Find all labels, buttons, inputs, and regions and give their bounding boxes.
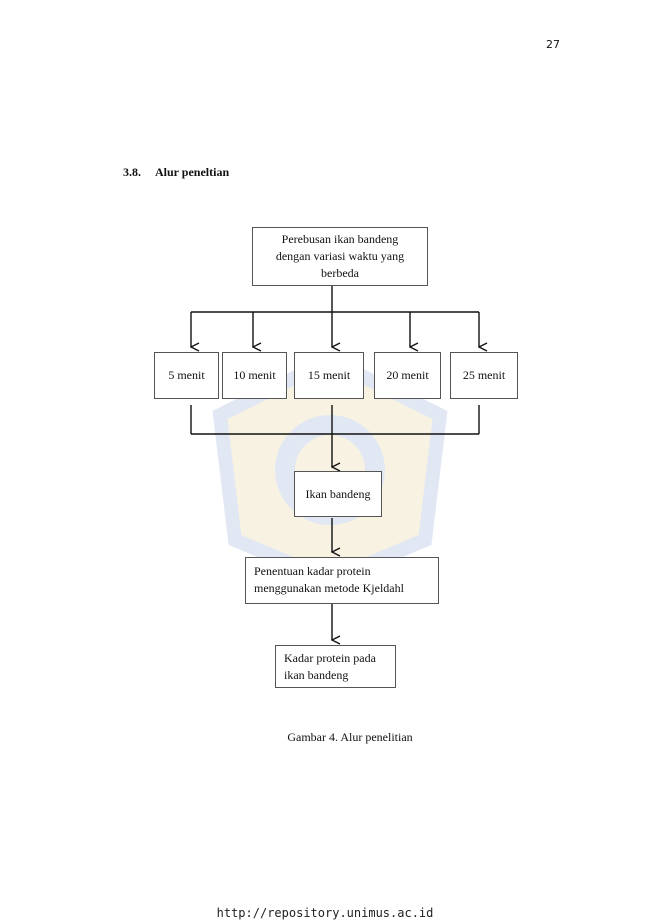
footer-url[interactable]: http://repository.unimus.ac.id: [216, 906, 434, 920]
time-box-label: 15 menit: [307, 368, 351, 382]
time-box-label: 5 menit: [168, 368, 205, 382]
method-box: Penentuan kadar protein menggunakan meto…: [245, 557, 439, 604]
section-heading: 3.8. Alur peneltian: [123, 165, 229, 180]
page-number: 27: [546, 38, 560, 51]
time-box-25: 25 menit: [450, 352, 518, 399]
sample-box: Ikan bandeng: [294, 471, 382, 517]
section-title: Alur peneltian: [155, 165, 230, 179]
figure-caption: Gambar 4. Alur penelitian: [287, 730, 413, 744]
time-box-label: 25 menit: [462, 368, 506, 382]
start-box-text: Perebusan ikan bandeng dengan variasi wa…: [275, 232, 405, 280]
time-box-label: 10 menit: [233, 368, 276, 382]
time-box-label: 20 menit: [386, 368, 429, 382]
sample-box-text: Ikan bandeng: [305, 486, 371, 501]
method-box-text: Penentuan kadar protein menggunakan meto…: [254, 564, 404, 595]
time-box-20: 20 menit: [374, 352, 441, 399]
section-number: 3.8.: [123, 165, 141, 179]
time-box-5: 5 menit: [154, 352, 219, 399]
result-box: Kadar protein pada ikan bandeng: [275, 645, 396, 688]
time-box-10: 10 menit: [222, 352, 287, 399]
start-box: Perebusan ikan bandeng dengan variasi wa…: [252, 227, 428, 286]
result-box-text: Kadar protein pada ikan bandeng: [284, 651, 376, 682]
time-box-15: 15 menit: [294, 352, 364, 399]
